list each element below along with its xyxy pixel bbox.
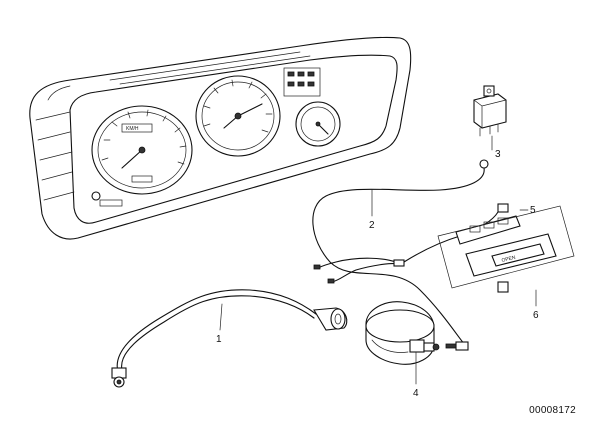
callout-1-leader [219, 303, 223, 331]
instrument-cluster: KM/H [29, 36, 412, 240]
callout-5: 5 [530, 205, 536, 216]
tachometer-dial [195, 75, 281, 157]
speedometer-dial: KM/H [91, 105, 193, 195]
fuel-temp-gauge [295, 101, 341, 147]
callout-3: 3 [495, 149, 501, 160]
speedometer-label: KM/H [126, 126, 139, 132]
display-module: OPEN [437, 205, 575, 293]
callout-2: 2 [369, 220, 375, 231]
trip-reset-knob [91, 191, 101, 201]
relay [473, 85, 507, 137]
callout-1: 1 [216, 334, 222, 345]
display-text: OPEN [501, 255, 517, 264]
speedometer-cable [111, 289, 348, 388]
callout-6: 6 [533, 310, 539, 321]
lower-indicator-strip [99, 199, 123, 207]
callout-4: 4 [413, 388, 419, 399]
speed-sensor [365, 301, 440, 365]
warning-lamp-panel [283, 67, 321, 97]
drawing-number: 00008172 [529, 405, 576, 416]
wiring-harness [312, 159, 509, 351]
